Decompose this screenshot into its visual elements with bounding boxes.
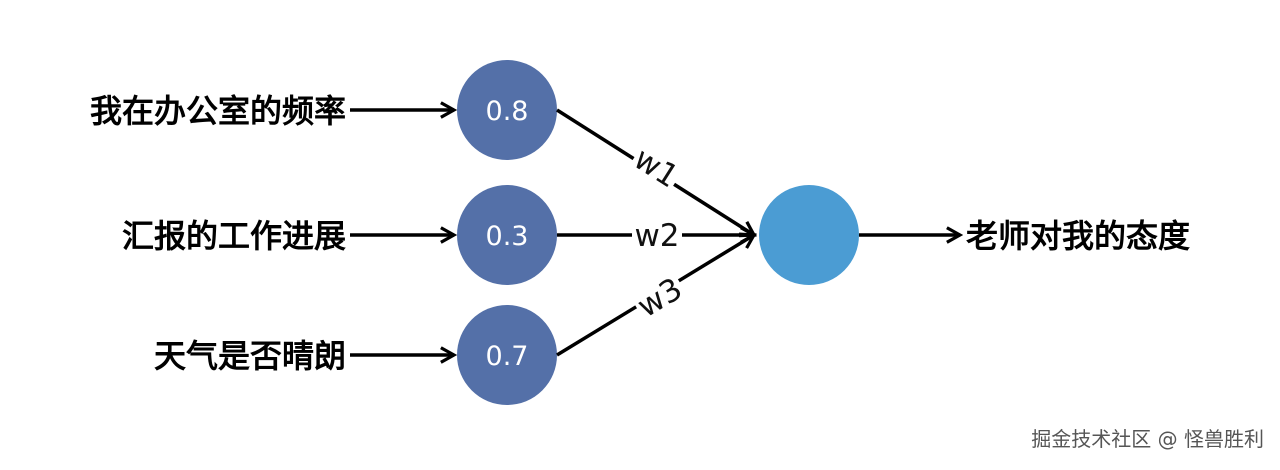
input-node-3 [457, 305, 557, 405]
input-label-1: 我在办公室的频率 [90, 92, 346, 130]
weight-label-2: w2 [634, 218, 679, 254]
input-label-2: 汇报的工作进展 [122, 217, 346, 255]
input-node-value-2: 0.3 [486, 221, 529, 252]
weight-label-bg-2 [632, 216, 682, 254]
input-node-value-1: 0.8 [486, 96, 529, 127]
weight-label-bg-1 [625, 138, 687, 198]
input-label-3: 天气是否晴朗 [154, 337, 346, 375]
output-label: 老师对我的态度 [966, 217, 1190, 255]
input-node-2 [457, 185, 557, 285]
watermark-text: 掘金技术社区 @ 怪兽胜利 [1031, 427, 1264, 451]
output-node [759, 185, 859, 285]
input-node-value-3: 0.7 [486, 341, 529, 372]
input-node-1 [457, 60, 557, 160]
weight-label-bg-3 [628, 267, 692, 329]
